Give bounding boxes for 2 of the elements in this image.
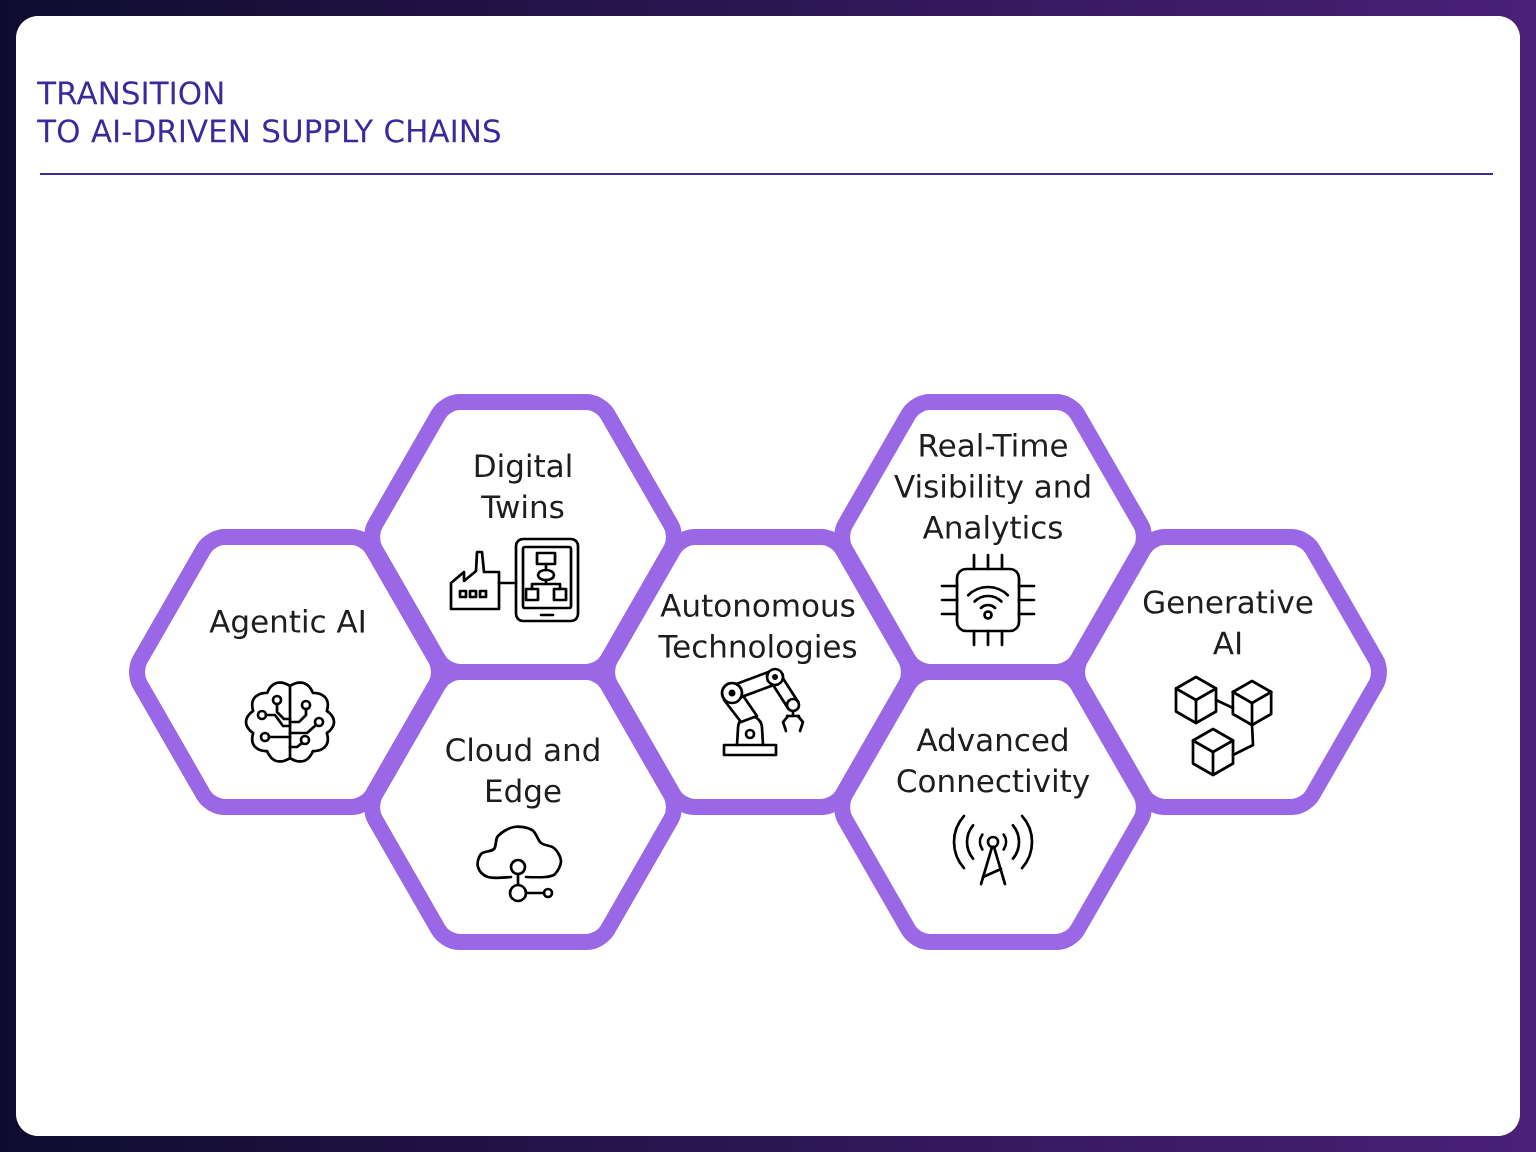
hexagon: Advanced Connectivity: [834, 664, 1152, 950]
title: TRANSITION TO AI-DRIVEN SUPPLY CHAINS: [37, 81, 500, 143]
